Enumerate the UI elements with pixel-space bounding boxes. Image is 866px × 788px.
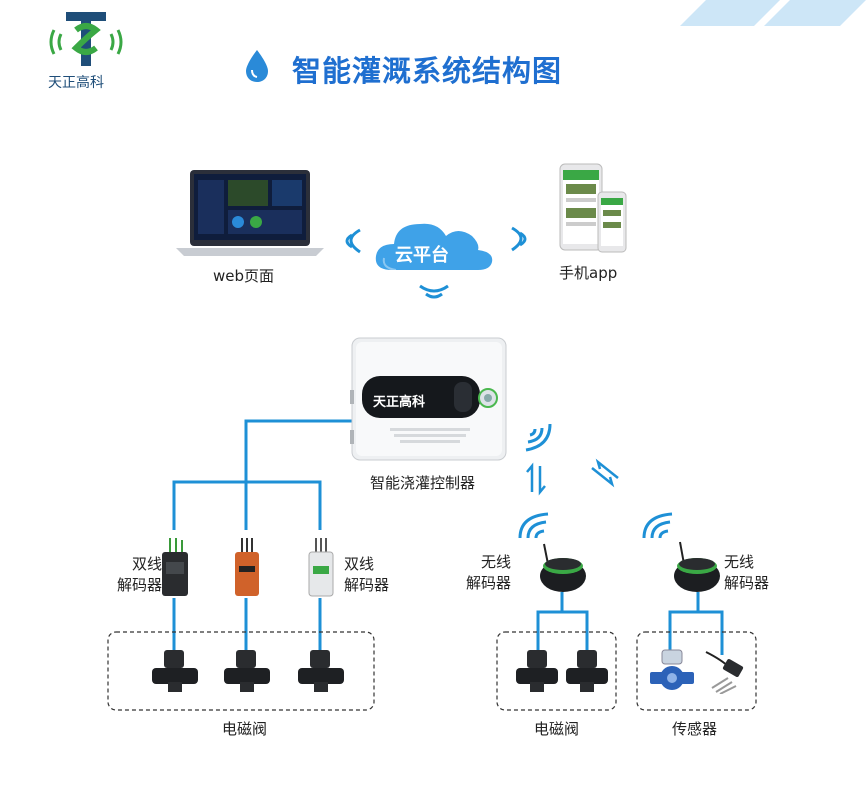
wireless-decoder-1-image xyxy=(540,543,586,592)
solenoid-valve-2-image xyxy=(224,650,270,692)
wireless-decoder-label-left-line1: 无线 xyxy=(481,553,512,571)
wired-valves-box xyxy=(107,631,375,711)
wifi-left-icon xyxy=(345,228,361,254)
solenoid-valve-3-image xyxy=(298,650,344,692)
wireless-decoder-label-right-line1: 无线 xyxy=(724,553,755,571)
cloud-icon xyxy=(375,223,493,271)
wired-decoder-2-image xyxy=(232,536,262,598)
wireless-decoder-1-wifi-icon xyxy=(518,512,549,539)
wired-decoder-label-left: 双线 解码器 xyxy=(117,554,162,596)
controller-label: 智能浇灌控制器 xyxy=(370,474,476,492)
cloud-label: 云平台 xyxy=(395,245,449,266)
sensors-box xyxy=(636,631,757,711)
wired-decoder-label-left-line1: 双线 xyxy=(132,555,163,573)
bidirectional-arrow-diagonal-icon xyxy=(591,458,619,488)
wired-decoder-label-right: 双线 解码器 xyxy=(344,554,389,596)
wireless-decoder-label-right: 无线 解码器 xyxy=(724,552,769,594)
bidirectional-arrow-icon xyxy=(526,462,546,496)
solenoid-valve-5-image xyxy=(566,650,608,692)
wifi-right-icon xyxy=(511,226,527,252)
wireless-decoder-2-image xyxy=(674,541,720,592)
phone-image xyxy=(558,162,628,254)
web-label: web页面 xyxy=(213,267,275,285)
solenoid-valve-1-image xyxy=(152,650,198,692)
wireless-decoder-label-right-line2: 解码器 xyxy=(724,574,770,592)
wireless-decoder-label-left-line2: 解码器 xyxy=(466,574,512,592)
wireless-valves-box xyxy=(496,631,617,711)
flow-meter-sensor-image xyxy=(650,649,694,690)
wired-decoder-3-image xyxy=(306,536,336,598)
logo-text: 天正高科 xyxy=(48,75,104,91)
wired-decoder-label-left-line2: 解码器 xyxy=(117,576,163,594)
company-logo xyxy=(46,8,126,70)
page-title: 智能灌溉系统结构图 xyxy=(292,54,563,88)
controller-brand: 天正高科 xyxy=(373,395,426,410)
corner-stripes xyxy=(680,0,866,26)
wired-valves-label: 电磁阀 xyxy=(222,720,268,738)
laptop-image xyxy=(176,170,324,258)
water-drop-icon xyxy=(246,50,268,82)
sensors-label: 传感器 xyxy=(672,720,718,738)
logo-icon xyxy=(49,12,123,66)
wireless-valves-label: 电磁阀 xyxy=(534,720,580,738)
wifi-down-icon xyxy=(419,284,449,299)
wired-decoder-label-right-line2: 解码器 xyxy=(344,576,390,594)
soil-sensor-image xyxy=(705,651,744,694)
wireless-decoder-2-wifi-icon xyxy=(642,512,673,539)
controller-wifi-icon xyxy=(525,423,552,452)
controller-image xyxy=(350,336,508,462)
solenoid-valve-4-image xyxy=(516,650,558,692)
wired-decoder-1-image xyxy=(158,536,192,598)
wireless-decoder-label-left: 无线 解码器 xyxy=(466,552,511,594)
app-label: 手机app xyxy=(559,264,618,282)
wired-decoder-label-right-line1: 双线 xyxy=(344,555,375,573)
